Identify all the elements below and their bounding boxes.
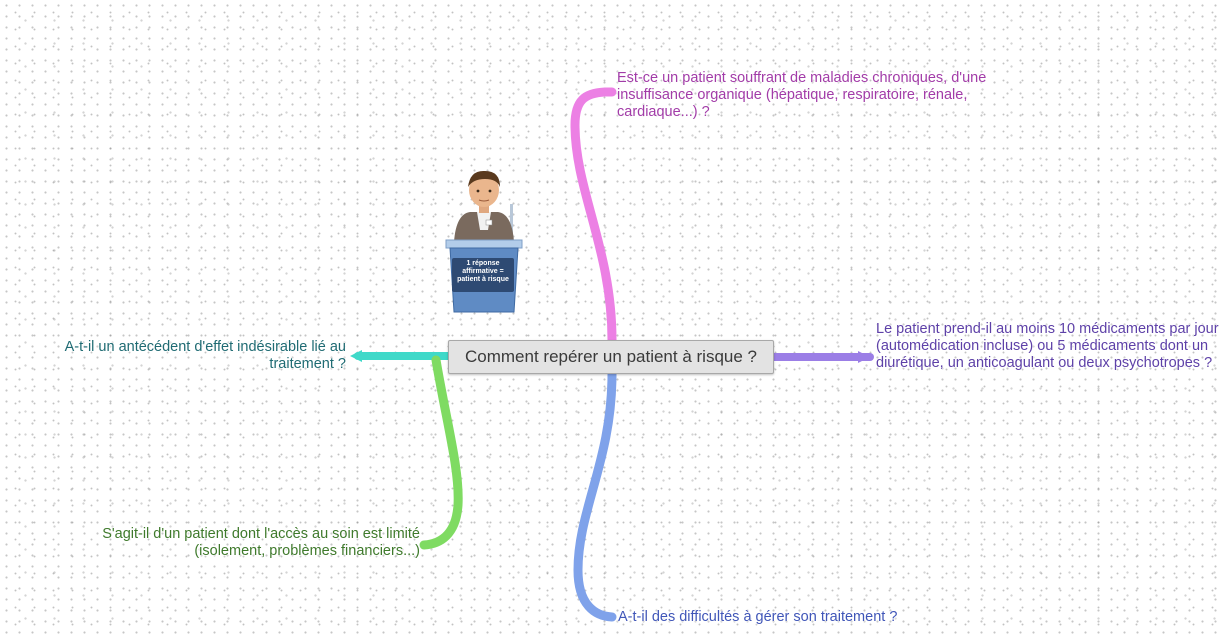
branch-medications[interactable]: Le patient prend-il au moins 10 médicame… [876,321,1219,371]
central-topic[interactable]: Comment repérer un patient à risque ? [448,340,774,374]
podium-sign-text: 1 réponse affirmative = patient à risque [457,260,509,283]
branch-side-effect-history[interactable]: A-t-il un antécédent d'effet indésirable… [64,339,346,372]
branch-access-to-care[interactable]: S'agit-il d'un patient dont l'accès au s… [102,526,420,559]
speaker-illustration [445,170,523,313]
branch-line-chronic [570,87,617,345]
speaker-at-podium-icon: 1 réponse affirmative = patient à risque [430,160,540,320]
branch-treatment-difficulties[interactable]: A-t-il des difficultés à gérer son trait… [618,609,898,625]
branch-arrow-side-effect [350,350,362,362]
branch-line-access-care [419,355,463,550]
branch-arrow-medications [858,351,870,363]
branch-line-difficulties [573,369,617,622]
branch-chronic-diseases[interactable]: Est-ce un patient souffrant de maladies … [617,70,987,120]
